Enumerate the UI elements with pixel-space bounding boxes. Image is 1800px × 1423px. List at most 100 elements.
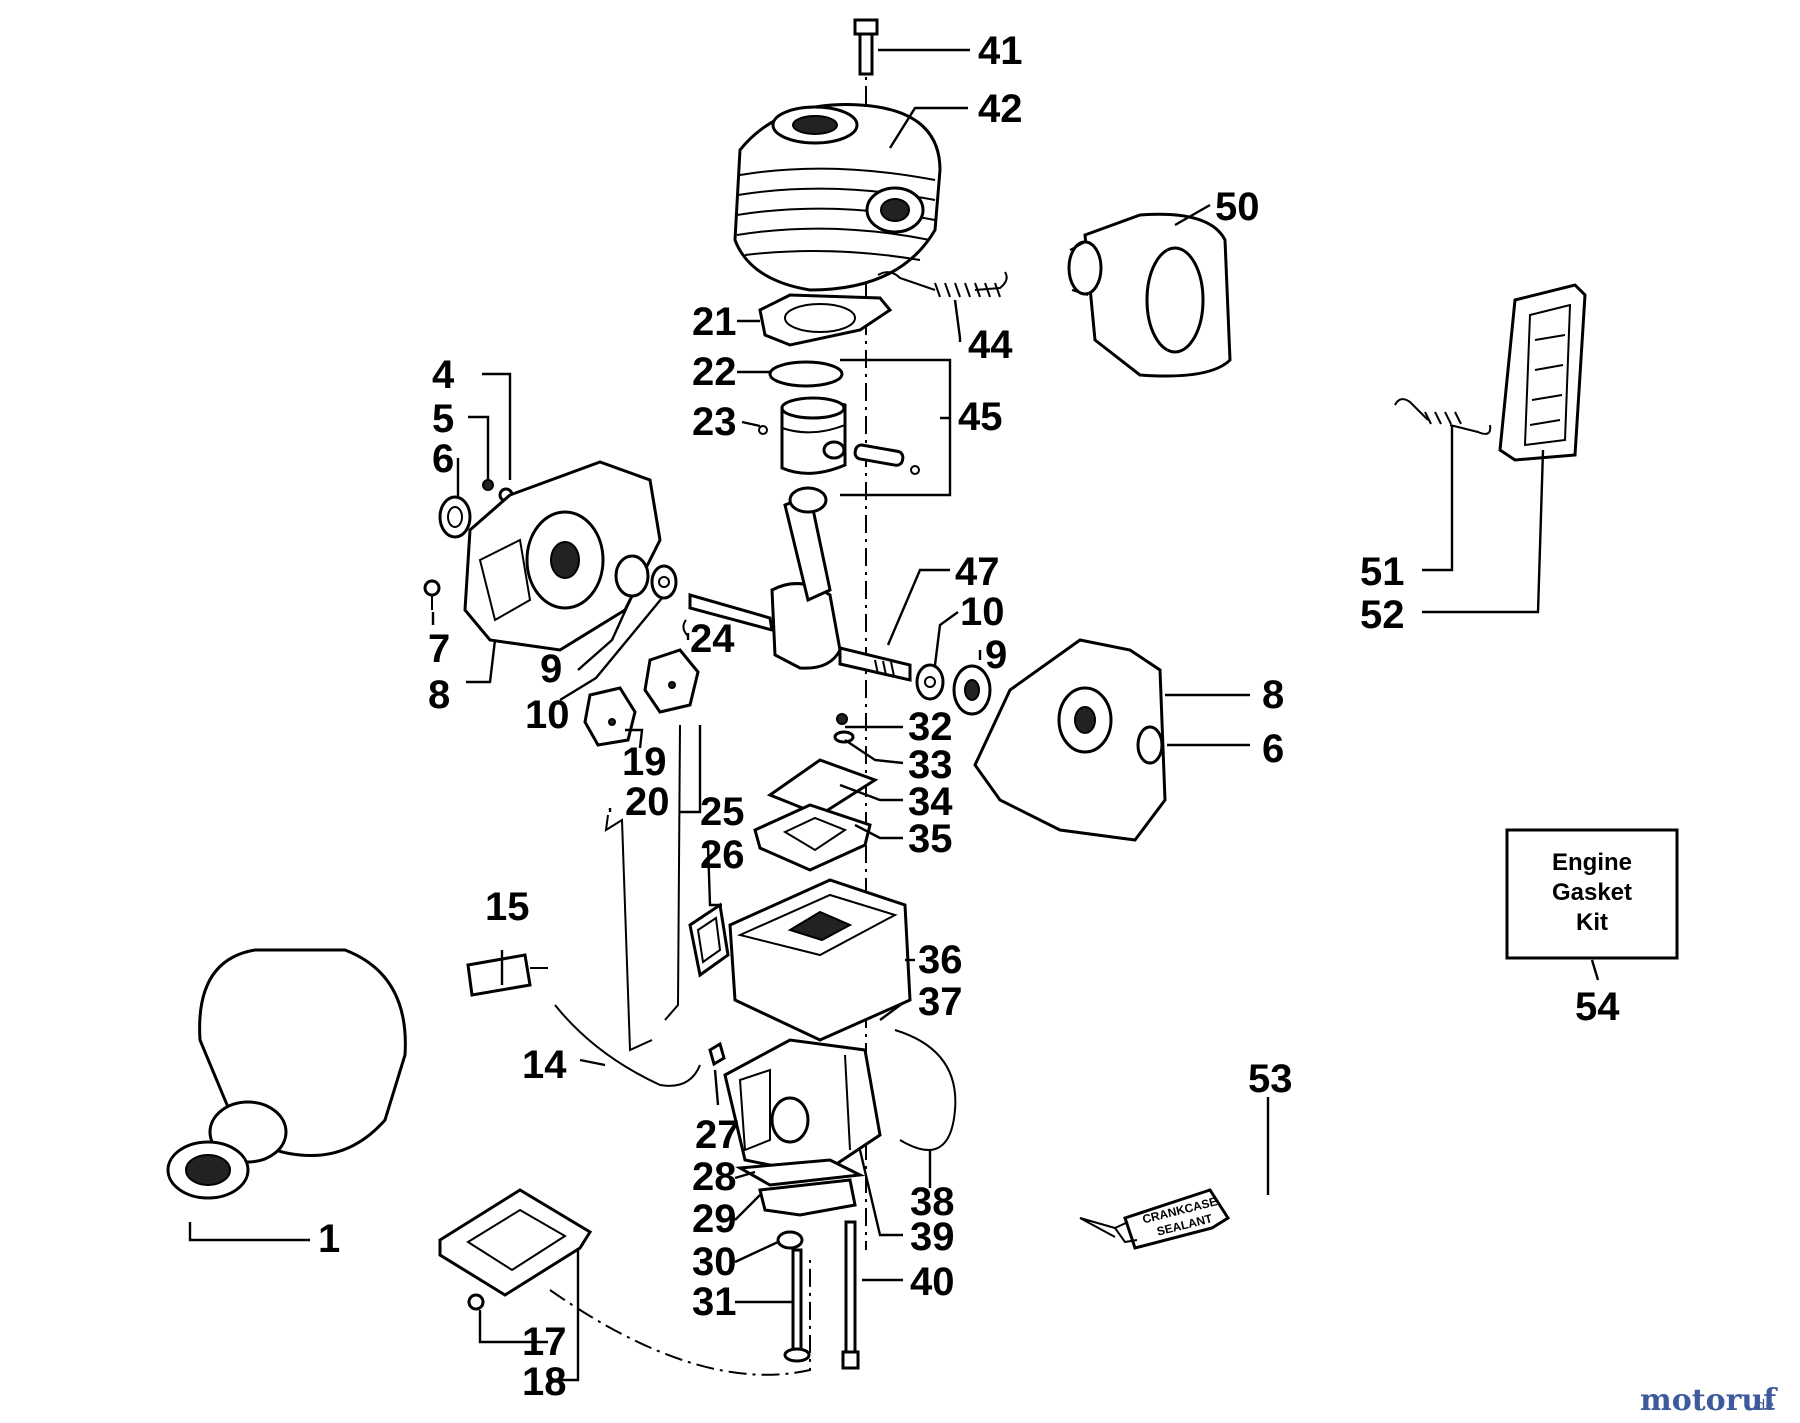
kit-box-line-2: Gasket	[1552, 879, 1632, 906]
callout-21: 21	[692, 300, 737, 344]
watermark-tld: .de	[1752, 1398, 1774, 1414]
callout-4: 4	[432, 353, 455, 397]
bolt-40	[841, 1220, 860, 1370]
callout-15: 15	[485, 885, 530, 929]
callout-26: 26	[700, 833, 745, 877]
bearing-9-right-inner	[964, 679, 980, 701]
callout-17: 17	[522, 1320, 567, 1364]
cylinder-gasket-21	[758, 293, 893, 347]
crankcase-right-8	[973, 638, 1167, 842]
callout-24: 24	[690, 617, 735, 661]
gasket-28	[735, 1158, 866, 1187]
seal-6-left-inner	[447, 506, 463, 528]
callout-5: 5	[432, 397, 454, 441]
callout-38: 38	[910, 1180, 955, 1224]
callout-27: 27	[695, 1113, 740, 1157]
piston-ring-22	[768, 360, 844, 388]
filter-blocks-19	[583, 648, 700, 747]
washer-33	[833, 730, 855, 744]
cylinder-42	[733, 103, 942, 292]
plate-18	[438, 1188, 593, 1297]
callout-53: 53	[1248, 1057, 1293, 1101]
muffler-50	[1067, 212, 1232, 378]
callout-7: 7	[428, 627, 450, 671]
callout-54: 54	[1575, 985, 1620, 1029]
callout-29: 29	[692, 1197, 737, 1241]
screw-17	[467, 1293, 485, 1311]
crankshaft-47	[688, 486, 912, 682]
gasket-hole	[784, 303, 856, 333]
spring-44	[877, 271, 1008, 298]
callout-52: 52	[1360, 593, 1405, 637]
callout-51: 51	[1360, 550, 1405, 594]
callout-20: 20	[625, 780, 670, 824]
rod-25	[664, 724, 681, 1021]
reed-gasket-35	[753, 803, 872, 872]
callout-47: 47	[955, 550, 1000, 594]
callout-45: 45	[958, 395, 1003, 439]
callout-37: 37	[918, 980, 963, 1024]
callout-14: 14	[522, 1043, 567, 1087]
seal-6-left	[438, 495, 472, 539]
kit-box-line-1: Engine	[1552, 849, 1632, 876]
intake-manifold-36	[728, 878, 912, 1042]
plate-18-inner	[466, 1208, 567, 1272]
muffler-cover-52	[1498, 283, 1587, 462]
callout-25: 25	[700, 790, 745, 834]
callout-42: 42	[978, 87, 1023, 131]
watermark: motoruf .de	[1640, 1383, 1778, 1418]
callout-22: 22	[692, 350, 737, 394]
engine-gasket-kit-box: Engine Gasket Kit	[1505, 828, 1679, 960]
callout-8-right: 8	[1262, 673, 1284, 717]
callout-10-right: 10	[960, 590, 1005, 634]
washer-10-left-hole	[658, 576, 670, 588]
callout-8-left: 8	[428, 673, 450, 717]
washer-10-left	[650, 564, 678, 600]
callout-33: 33	[908, 743, 953, 787]
callout-32: 32	[908, 705, 953, 749]
piston-23	[758, 396, 920, 475]
fuel-filter-15	[466, 953, 548, 997]
washer-10-right-hole	[924, 676, 936, 688]
bearing-9-left	[614, 554, 650, 598]
callout-6-right: 6	[1262, 727, 1284, 771]
cylinder-bolt-41	[853, 18, 879, 76]
gasket-26	[688, 902, 730, 978]
crankcase-left-8	[463, 460, 662, 652]
callout-19: 19	[622, 740, 667, 784]
callout-1: 1	[318, 1217, 340, 1261]
callout-10-left: 10	[525, 693, 570, 737]
lower-axis-line	[549, 1260, 811, 1376]
callout-9-left: 9	[540, 647, 562, 691]
screw-32	[836, 713, 848, 725]
callout-numbers: 41 42 50 44 21 22 23 45 4 5 6 7 8 9 10 2…	[318, 29, 1620, 1404]
watermark-name: motoruf	[1640, 1383, 1778, 1418]
callout-34: 34	[908, 780, 953, 824]
callout-41: 41	[978, 29, 1023, 73]
sealant-tube-53: CRANKCASE SEALANT	[1079, 1188, 1231, 1250]
spring-51	[1394, 398, 1492, 435]
fitting-27	[708, 1041, 726, 1067]
callout-39: 39	[910, 1215, 955, 1259]
washer-10-right	[915, 663, 945, 701]
carburetor-39	[723, 1038, 882, 1177]
callout-9-right: 9	[985, 633, 1007, 677]
screw-5	[482, 479, 494, 491]
reed-plate-34	[766, 758, 879, 817]
rod-20	[604, 814, 653, 1052]
callout-50: 50	[1215, 185, 1260, 229]
kit-box-line-3: Kit	[1576, 909, 1608, 936]
fuel-line-14	[554, 1004, 701, 1087]
washer-30	[776, 1230, 804, 1250]
callout-40: 40	[910, 1260, 955, 1304]
spacer-29	[758, 1178, 857, 1217]
callout-44: 44	[968, 323, 1013, 367]
gasket-26-inner	[696, 916, 722, 964]
leader-lines	[188, 48, 1600, 1382]
fuel-tank-1	[166, 948, 407, 1200]
callout-30: 30	[692, 1240, 737, 1284]
callout-23: 23	[692, 400, 737, 444]
reed-gasket-35-inner	[782, 816, 848, 852]
callout-35: 35	[908, 817, 953, 861]
